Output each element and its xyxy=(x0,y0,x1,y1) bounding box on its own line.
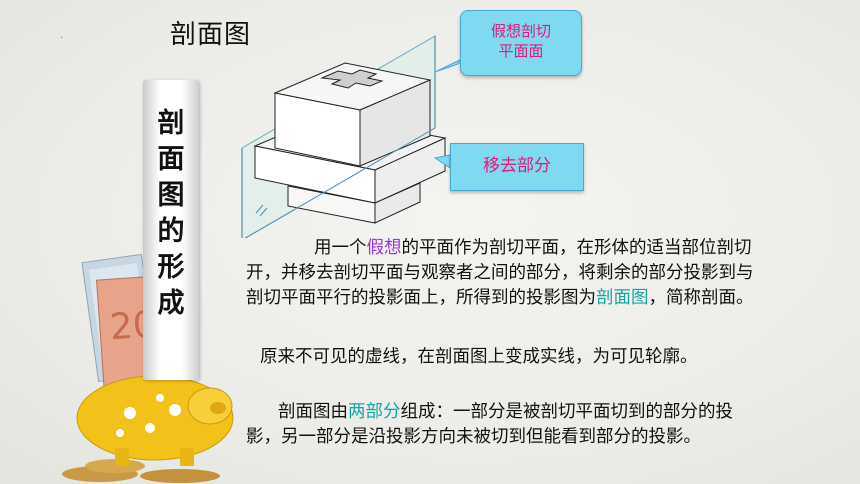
paragraph-two-parts: 剖面图由两部分组成：一部分是被剖切平面切到的部分的投影，另一部分是沿投影方向未被… xyxy=(246,400,766,450)
p3-highlight-two-parts: 两部分 xyxy=(348,402,401,422)
p2-text: 原来不可见的虚线，在剖面图上变成实线，为可见轮廓。 xyxy=(260,347,698,367)
p1-highlight-section-view: 剖面图 xyxy=(596,288,649,308)
vertical-title-char: 图 xyxy=(157,180,185,211)
cutting-plane-callout-line2: 平面面 xyxy=(498,42,544,60)
section-cut-drawing xyxy=(241,35,465,238)
vertical-title-char: 的 xyxy=(157,216,185,247)
foot-right xyxy=(374,182,421,224)
paragraph-hidden-lines: 原来不可见的虚线，在剖面图上变成实线，为可见轮廓。 xyxy=(248,345,768,370)
p1-text-b: 的平面作为剖切平面，在形体的适当部位剖切开，并移去剖切平面与观察者之间的部分，将… xyxy=(246,238,754,308)
paragraph-definition: 用一个假想的平面作为剖切平面，在形体的适当部位剖切开，并移去剖切平面与观察者之间… xyxy=(246,236,766,311)
removed-part-callout: 移去部分 xyxy=(450,143,584,191)
block-front-right xyxy=(359,79,431,167)
cutting-plane-callout-line1: 假想剖切 xyxy=(490,22,551,40)
p3-text-b: 组成：一部分是被剖切平面切到的部分的投影，另一部分是沿投影方向未被切到但能看到部… xyxy=(246,402,733,447)
p1-highlight-imaginary: 假想 xyxy=(366,238,402,258)
base-front-right xyxy=(374,137,446,204)
vertical-title: 剖 面 图 的 形 成 xyxy=(143,106,199,322)
p1-text-a: 用一个 xyxy=(314,238,367,258)
vertical-title-char: 剖 xyxy=(157,108,185,139)
vertical-title-char: 形 xyxy=(157,252,185,283)
p1-text-c: ，简称剖面。 xyxy=(648,288,754,308)
cutting-plane-callout: 假想剖切 平面面 xyxy=(460,10,582,76)
vertical-title-char: 面 xyxy=(157,144,185,175)
cross-hole xyxy=(320,69,384,89)
decor-dot: . xyxy=(60,30,64,41)
p3-text-a: 剖面图由 xyxy=(278,402,348,422)
vertical-title-pillar xyxy=(143,80,199,380)
vertical-title-char: 成 xyxy=(157,288,185,319)
page-title: 剖面图 xyxy=(170,20,252,50)
